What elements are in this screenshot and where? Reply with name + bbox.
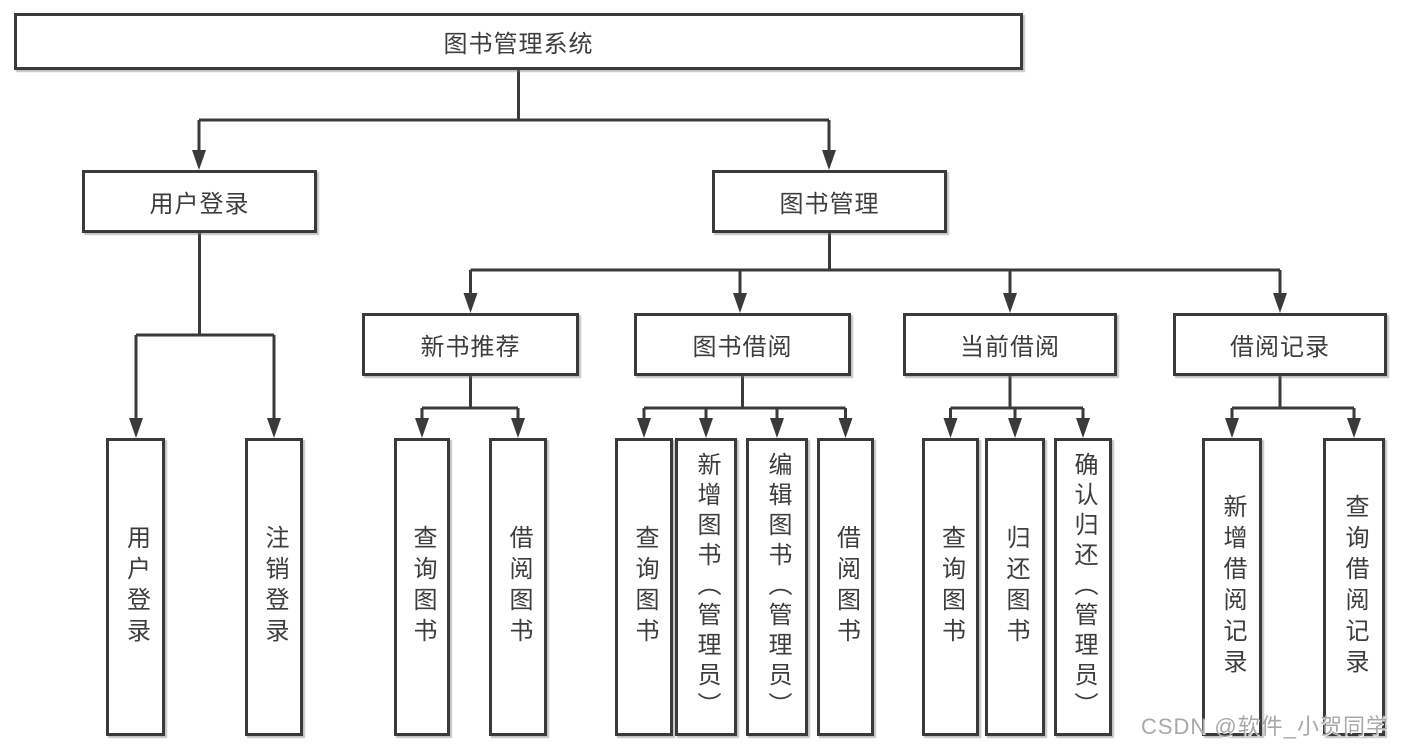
node-new-book-recommend: 新书推荐 (362, 313, 579, 376)
leaf-add-borrow-record-label: 新增借阅记录 (1219, 494, 1246, 680)
leaf-borrow-books-label: 借阅图书 (832, 525, 860, 649)
leaf-borrow-books: 借阅图书 (817, 438, 874, 736)
node-new-book-recommend-label: 新书推荐 (420, 334, 521, 361)
node-book-borrow-label: 图书借阅 (692, 334, 793, 361)
leaf-borrow-books-recommend-label: 借阅图书 (505, 525, 532, 649)
leaf-user-login-label: 用户登录 (122, 525, 150, 649)
node-library-system: 图书管理系统 (14, 13, 1023, 70)
node-book-borrow: 图书借阅 (634, 313, 851, 376)
connector-newbook-to-leaves (420, 376, 520, 422)
leaf-add-borrow-record: 新增借阅记录 (1202, 438, 1262, 736)
leaf-query-books-current: 查询图书 (922, 438, 979, 736)
node-borrow-records: 借阅记录 (1173, 313, 1387, 376)
arrowhead (511, 418, 525, 438)
leaf-user-login: 用户登录 (106, 438, 165, 736)
leaf-borrow-books-recommend: 借阅图书 (489, 438, 547, 736)
arrowhead (1003, 293, 1017, 313)
arrowhead (1008, 418, 1022, 438)
arrowhead (1076, 418, 1090, 438)
arrowhead (1347, 418, 1361, 438)
arrowhead (463, 293, 478, 313)
node-borrow-records-label: 借阅记录 (1230, 334, 1330, 361)
connector-records-to-leaves (1230, 376, 1356, 422)
node-library-system-label: 图书管理系统 (443, 31, 594, 58)
leaf-query-books-borrow-label: 查询图书 (631, 525, 658, 649)
leaf-logout: 注销登录 (245, 438, 303, 736)
leaf-query-books-recommend: 查询图书 (394, 438, 450, 736)
arrowhead (699, 418, 713, 438)
leaf-query-books-current-label: 查询图书 (937, 525, 965, 649)
node-current-borrow: 当前借阅 (903, 313, 1117, 376)
arrowhead (1225, 418, 1239, 438)
arrowhead (943, 418, 958, 438)
connector-bookmgmt-to-level3 (469, 233, 1282, 297)
arrowhead (129, 418, 143, 438)
leaf-query-borrow-record: 查询借阅记录 (1323, 438, 1385, 736)
arrowhead (267, 418, 281, 438)
connector-root-to-level2 (197, 69, 831, 154)
leaf-logout-label: 注销登录 (261, 525, 288, 649)
leaf-confirm-return-admin-label: 确认归还（管理员） (1070, 452, 1097, 722)
node-book-management: 图书管理 (712, 170, 947, 233)
arrowhead (415, 418, 429, 438)
connector-userlogin-to-leaves (134, 233, 276, 422)
leaf-query-borrow-record-label: 查询借阅记录 (1341, 494, 1368, 680)
arrowhead (838, 418, 853, 438)
node-current-borrow-label: 当前借阅 (960, 334, 1060, 361)
arrowhead (733, 293, 747, 313)
arrowhead (637, 418, 651, 438)
leaf-confirm-return-admin: 确认归还（管理员） (1054, 438, 1112, 736)
node-book-management-label: 图书管理 (779, 191, 880, 218)
arrowhead (822, 150, 836, 170)
arrowhead (192, 150, 206, 170)
leaf-add-book-admin-label: 新增图书（管理员） (693, 452, 720, 722)
arrowhead (770, 418, 784, 438)
node-user-login: 用户登录 (82, 170, 317, 233)
leaf-edit-book-admin: 编辑图书（管理员） (746, 438, 808, 736)
csdn-watermark: CSDN @软件_小贺同学 (1140, 714, 1389, 739)
leaf-add-book-admin: 新增图书（管理员） (675, 438, 737, 736)
node-user-login-label: 用户登录 (149, 191, 250, 218)
leaf-query-books-recommend-label: 查询图书 (409, 525, 436, 649)
arrowhead (1273, 293, 1287, 313)
leaf-return-book: 归还图书 (985, 438, 1045, 736)
connector-borrow-to-leaves (642, 376, 847, 422)
connector-current-to-leaves (949, 376, 1085, 422)
leaf-edit-book-admin-label: 编辑图书（管理员） (764, 452, 791, 722)
leaf-query-books-borrow: 查询图书 (615, 438, 673, 736)
leaf-return-book-label: 归还图书 (1002, 525, 1029, 649)
